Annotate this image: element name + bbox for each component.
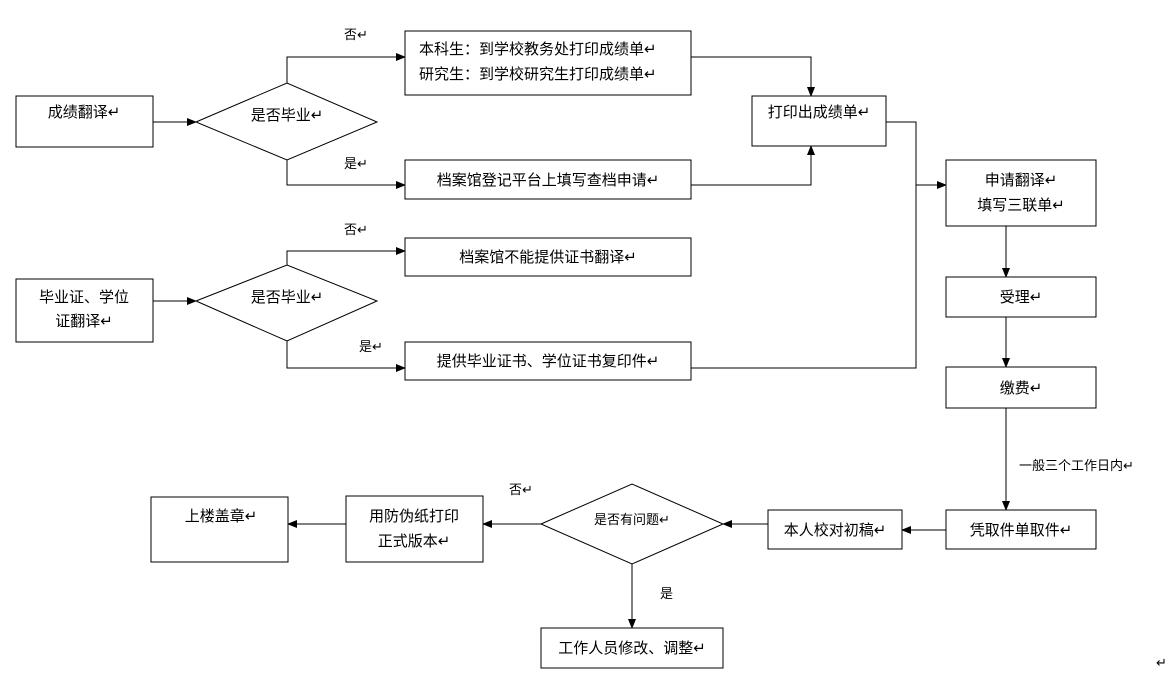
edge-school-to-transcript [691,56,815,97]
node-stamp-label: 上楼盖章↵ [185,507,258,525]
node-pickup [945,509,1097,550]
node-print-official [345,495,484,563]
node-print-at-school [404,30,692,96]
node-apply [945,159,1097,227]
node-accept-label: 受理↵ [1000,288,1043,306]
node-archive-cannot [404,237,692,277]
node-print-official-line2: 正式版本↵ [378,532,451,550]
node-accept [945,276,1097,318]
node-print-at-school-line2: 研究生：到学校研究生打印成绩单↵ [419,65,657,83]
edge-archive-to-transcript [691,145,815,186]
node-archive-request-label: 档案馆登记平台上填写查档申请↵ [437,171,660,189]
node-pickup-label: 凭取件单取件↵ [970,521,1073,539]
node-staff-modify-label: 工作人员修改、调整↵ [558,639,706,657]
node-stamp [150,496,289,563]
node-provide-copies [404,341,692,381]
decision-graduated-1 [194,82,379,161]
edge-label-yes-2: 是↵ [359,340,383,355]
trailing-paragraph-mark: ↵ [1156,656,1167,671]
edge-transcript-copies-join [691,121,917,369]
decision-problem-label: 是否有问题↵ [594,513,670,528]
edge-label-no-1: 否↵ [344,28,368,43]
node-print-at-school-line1: 本科生：到学校教务处打印成绩单↵ [419,40,657,58]
node-archive-cannot-label: 档案馆不能提供证书翻译↵ [459,248,637,266]
node-staff-modify [540,627,724,669]
node-diploma-translate [15,278,154,343]
node-provide-copies-label: 提供毕业证书、学位证书复印件↵ [437,352,660,370]
edge-label-within-days: 一般三个工作日内↵ [1019,458,1134,474]
edge-decision2-no [286,247,406,265]
node-diploma-translate-line2: 证翻译↵ [55,312,113,330]
edge-decision1-yes [286,160,406,189]
node-pay-label: 缴费↵ [1000,379,1043,397]
node-grade-translate-label: 成绩翻译↵ [48,103,121,121]
edge-label-no-2: 否↵ [344,223,368,238]
node-proofread [767,509,903,550]
node-proofread-label: 本人校对初稿↵ [784,521,887,539]
node-print-transcript-label: 打印出成绩单↵ [768,103,871,121]
node-pay [945,366,1097,409]
node-print-official-line1: 用防伪纸打印 [369,507,459,525]
connectors [153,53,1010,629]
edge-label-no-3: 否↵ [509,483,533,498]
decision-problem [539,483,725,565]
node-apply-line1: 申请翻译↵ [985,171,1058,189]
edge-label-yes-1: 是↵ [344,157,368,172]
edge-decision1-no [286,53,406,83]
edge-label-yes-3: 是 [660,587,673,602]
decision-graduated-1-label: 是否毕业↵ [251,106,324,124]
decision-graduated-2-label: 是否毕业↵ [251,288,324,306]
edge-decision2-yes [286,341,406,372]
node-apply-line2: 填写三联单↵ [977,196,1065,214]
decision-graduated-2 [194,264,379,342]
node-print-transcript [751,95,887,147]
node-grade-translate [15,95,154,148]
node-archive-request [404,159,692,200]
node-diploma-translate-line1: 毕业证、学位 [39,288,129,306]
